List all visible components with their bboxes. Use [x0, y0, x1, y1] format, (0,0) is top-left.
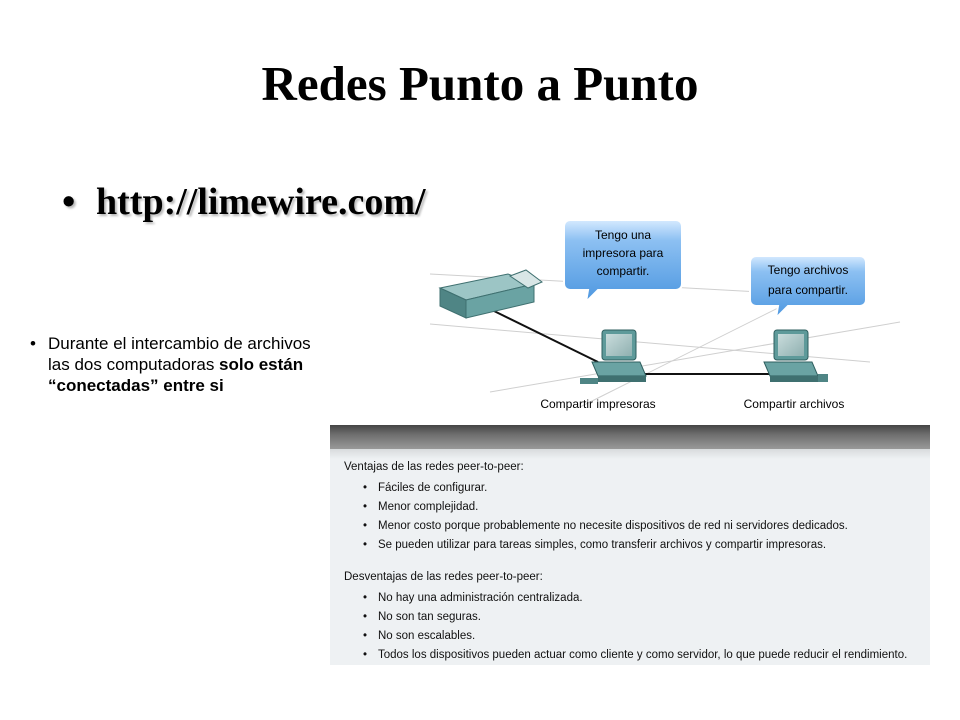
- list-item: Todos los dispositivos pueden actuar com…: [344, 646, 920, 665]
- computer-printers-icon: [580, 329, 647, 384]
- list-item: Menor complejidad.: [344, 498, 920, 517]
- side-note-line2: las dos computadoras: [48, 355, 220, 374]
- side-note-line2-bold: solo están: [219, 355, 304, 374]
- advantages-list: Fáciles de configurar. Menor complejidad…: [344, 479, 920, 555]
- list-item: No son escalables.: [344, 627, 920, 646]
- advantages-heading: Ventajas de las redes peer-to-peer:: [344, 461, 524, 473]
- slide-title: Redes Punto a Punto: [261, 56, 699, 111]
- side-note-line1: Durante el intercambio de archivos: [48, 334, 311, 353]
- url-link-text[interactable]: http://limewire.com/: [96, 181, 426, 223]
- list-item: No hay una administración centralizada.: [344, 589, 920, 608]
- bullet-dot: •: [30, 334, 36, 353]
- bubble-files-line2: para compartir.: [768, 283, 848, 297]
- list-item: Menor costo porque probablemente no nece…: [344, 517, 920, 536]
- panel-header-bar: [330, 425, 930, 449]
- bubble-printer-line2: impresora para: [583, 246, 664, 260]
- peer-to-peer-diagram: Tengo una impresora para compartir. Teng…: [430, 219, 901, 411]
- side-note-bullet: • Durante el intercambio de archivos las…: [30, 333, 430, 396]
- speech-bubble-files: Tengo archivos para compartir.: [749, 255, 867, 321]
- bubble-printer-line1: Tengo una: [595, 228, 651, 242]
- side-note-line3-bold: “conectadas” entre si: [48, 376, 224, 395]
- bubble-printer-line3: compartir.: [597, 264, 650, 278]
- list-item: Fáciles de configurar.: [344, 479, 920, 498]
- bubble-files-line1: Tengo archivos: [768, 263, 849, 277]
- label-compartir-impresoras: Compartir impresoras: [540, 397, 655, 411]
- url-bullet: • http://limewire.com/: [62, 178, 426, 226]
- peer-to-peer-info-panel: Ventajas de las redes peer-to-peer: Fáci…: [330, 425, 930, 665]
- printer-icon: [438, 269, 543, 319]
- network-cables: [491, 309, 772, 375]
- list-item: Se pueden utilizar para tareas simples, …: [344, 536, 920, 555]
- disadvantages-list: No hay una administración centralizada. …: [344, 589, 920, 665]
- list-item: No son tan seguras.: [344, 608, 920, 627]
- side-note-text: Durante el intercambio de archivos las d…: [48, 333, 430, 396]
- speech-bubble-printer: Tengo una impresora para compartir.: [563, 219, 683, 305]
- disadvantages-heading: Desventajas de las redes peer-to-peer:: [344, 571, 543, 583]
- computer-files-icon: [763, 329, 828, 382]
- bullet-dot: •: [62, 181, 76, 223]
- label-compartir-archivos: Compartir archivos: [744, 397, 845, 411]
